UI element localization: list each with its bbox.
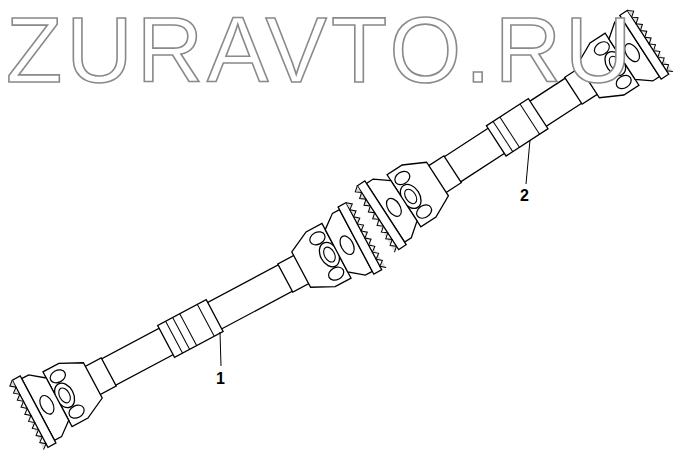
- watermark: ZURAVTO.RU: [6, 4, 636, 96]
- leader-line: [526, 140, 530, 184]
- leader-line: [220, 332, 221, 366]
- callout-number: 2: [520, 188, 529, 204]
- callout-number: 1: [216, 371, 225, 387]
